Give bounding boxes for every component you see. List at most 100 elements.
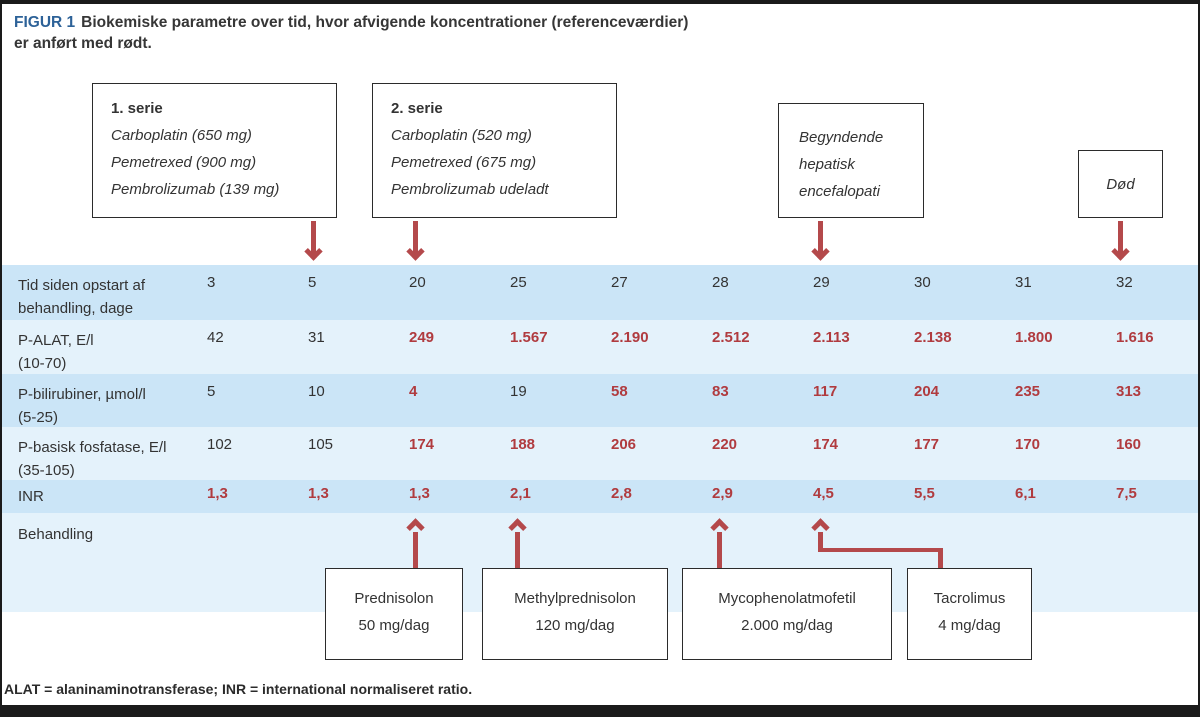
row-label: P-ALAT, E/l (10-70): [18, 329, 94, 375]
row-label: Tid siden opstart af behandling, dage: [18, 274, 145, 320]
figure-title-line1: Biokemiske parametre over tid, hvor afvi…: [81, 14, 689, 31]
table-cell: 2,1: [510, 485, 531, 502]
table-cell: 27: [611, 274, 628, 291]
treatment-box-line: Tacrolimus: [933, 590, 1006, 607]
table-cell: 1,3: [207, 485, 228, 502]
annotation-box-line: Pembrolizumab udeladt: [391, 181, 549, 198]
table-row: Tid siden opstart af behandling, dage 3 5 20…: [2, 265, 1198, 320]
annotation-box-title: 2. serie: [391, 100, 443, 117]
table-cell: 7,5: [1116, 485, 1137, 502]
figure-title: FIGUR 1 Biokemiske parametre over tid, hv…: [14, 12, 954, 54]
table-cell: 2.138: [914, 329, 952, 346]
annotation-box-line: Pemetrexed (675 mg): [391, 154, 537, 171]
treatment-box-line: 120 mg/dag: [535, 617, 615, 634]
table-cell: 2.113: [813, 329, 850, 346]
table-cell: 4: [409, 383, 418, 400]
table-cell: 2,8: [611, 485, 632, 502]
table-cell: 42: [207, 329, 224, 346]
table-cell: 25: [510, 274, 527, 291]
annotation-box-line: Carboplatin (650 mg): [111, 127, 252, 144]
row-label-line: P-ALAT, E/l: [18, 332, 94, 349]
treatment-box: Mycophenolatmofetil 2.000 mg/dag: [682, 568, 892, 660]
table-cell: 3: [207, 274, 216, 291]
treatment-box-line: Mycophenolatmofetil: [718, 590, 856, 607]
table-cell: 249: [409, 329, 435, 346]
treatment-box: Tacrolimus 4 mg/dag: [907, 568, 1032, 660]
table-cell: 102: [207, 436, 233, 453]
row-label: P-basisk fosfatase, E/l (35-105): [18, 436, 166, 482]
annotation-box-line: Begyndende: [799, 129, 884, 146]
table-cell: 4,5: [813, 485, 834, 502]
table-cell: 174: [813, 436, 839, 453]
annotation-box-line: Pemetrexed (900 mg): [111, 154, 257, 171]
row-label-line: (35-105): [18, 462, 75, 479]
treatment-box-line: Methylprednisolon: [514, 590, 636, 607]
table-cell: 5: [308, 274, 317, 291]
table-cell: 58: [611, 383, 628, 400]
annotation-box-line: Pembrolizumab (139 mg): [111, 181, 280, 198]
treatment-box-line: 4 mg/dag: [938, 617, 1001, 634]
table-cell: 220: [712, 436, 738, 453]
treatment-box-line: Prednisolon: [354, 590, 434, 607]
table-cell: 1.616: [1116, 329, 1154, 346]
table-cell: 160: [1116, 436, 1142, 453]
table-cell: 30: [914, 274, 931, 291]
treatment-box: Methylprednisolon 120 mg/dag: [482, 568, 668, 660]
table-cell: 2.512: [712, 329, 750, 346]
treatment-box: Prednisolon 50 mg/dag: [325, 568, 463, 660]
row-label-line: Tid siden opstart af: [18, 277, 146, 294]
table-cell: 5: [207, 383, 216, 400]
row-label-line: (10-70): [18, 355, 67, 372]
table-cell: 1.567: [510, 329, 548, 346]
table-cell: 31: [1015, 274, 1032, 291]
annotation-box-line: Død: [1106, 175, 1135, 193]
table-cell: 5,5: [914, 485, 935, 502]
row-label-line: (5-25): [18, 409, 59, 426]
row-label-line: Behandling: [18, 526, 94, 543]
row-label-line: behandling, dage: [18, 300, 134, 317]
row-label-line: INR: [18, 488, 44, 505]
table-cell: 31: [308, 329, 325, 346]
table-cell: 20: [409, 274, 426, 291]
table-cell: 19: [510, 383, 527, 400]
treatment-box-line: 50 mg/dag: [358, 617, 430, 634]
table-cell: 1.800: [1015, 329, 1053, 346]
table-cell: 1,3: [409, 485, 430, 502]
table-cell: 313: [1116, 383, 1142, 400]
table-cell: 235: [1015, 383, 1041, 400]
row-label: INR: [18, 485, 44, 508]
row-label-line: P-basisk fosfatase, E/l: [18, 439, 167, 456]
table-cell: 170: [1015, 436, 1041, 453]
treatment-box-line: 2.000 mg/dag: [741, 617, 833, 634]
footer-bar: [0, 705, 1200, 717]
row-label: Behandling: [18, 523, 93, 546]
table-cell: 204: [914, 383, 940, 400]
row-label: P-bilirubiner, µmol/l (5-25): [18, 383, 146, 429]
table-cell: 117: [813, 383, 838, 400]
table-cell: 6,1: [1015, 485, 1036, 502]
table-cell: 174: [409, 436, 435, 453]
annotation-box-line: Carboplatin (520 mg): [391, 127, 532, 144]
annotation-box: Død: [1078, 150, 1163, 218]
annotation-box-line: encefalopati: [799, 183, 880, 200]
row-label-line: P-bilirubiner, µmol/l: [18, 386, 146, 403]
table-cell: 206: [611, 436, 637, 453]
table-cell: 1,3: [308, 485, 329, 502]
table-cell: 2.190: [611, 329, 649, 346]
figure-tag: FIGUR 1: [14, 14, 76, 31]
table-cell: 10: [308, 383, 325, 400]
annotation-box: Begyndende hepatisk encefalopati: [778, 103, 924, 218]
figure-title-line2: er anført med rødt.: [14, 35, 152, 52]
table-cell: 188: [510, 436, 536, 453]
table-cell: 177: [914, 436, 940, 453]
annotation-box-title: 1. serie: [111, 100, 163, 117]
frame-top-border: [0, 0, 1200, 4]
annotation-box-line: hepatisk: [799, 156, 855, 173]
table-cell: 28: [712, 274, 729, 291]
